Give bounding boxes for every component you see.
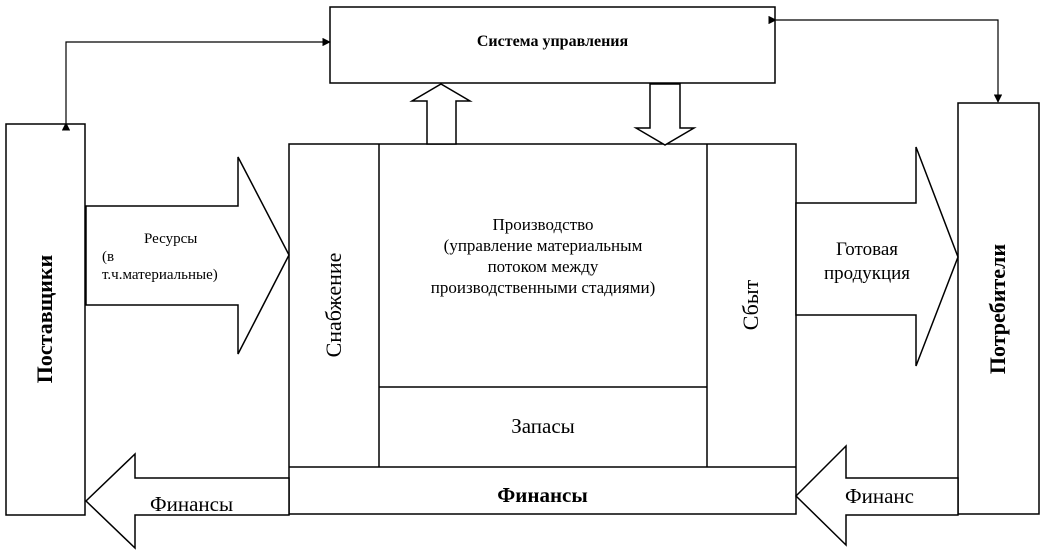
resources-line-2: (в	[102, 249, 115, 265]
hollow-arrow-down	[633, 83, 697, 146]
resources-title: Ресурсы	[144, 231, 198, 247]
connector-suppliers-control	[61, 37, 331, 131]
production-line-4: производственными стадиями)	[430, 278, 656, 297]
production-line-2: (управление материальным	[443, 236, 643, 255]
suppliers-label: Поставщики	[30, 199, 60, 439]
suppliers-text: Поставщики	[32, 254, 57, 384]
supply-text: Снабжение	[321, 252, 346, 358]
finance-right-text: Финанс	[845, 484, 914, 508]
finance-bar-text: Финансы	[497, 483, 588, 507]
finance-bar-label: Финансы	[289, 483, 796, 508]
suppliers-box	[5, 123, 86, 516]
products-line-1: Готовая	[835, 239, 898, 260]
control-system-text: Система управления	[476, 33, 629, 50]
resources-arrow	[85, 156, 290, 355]
production-line-1: Производство	[492, 215, 594, 234]
products-arrow-label: Готовая продукция	[800, 238, 934, 286]
consumers-box	[957, 102, 1040, 515]
finance-right-arrow	[794, 444, 959, 547]
hollow-arrow-up	[409, 83, 473, 145]
control-system-box	[329, 6, 776, 84]
sales-text: Сбыт	[738, 279, 763, 331]
resources-arrow-label: Ресурсы (в т.ч.материальные)	[102, 230, 218, 284]
connector-control-consumers	[768, 15, 1003, 103]
products-line-2: продукция	[823, 263, 911, 284]
consumers-label: Потребители	[983, 189, 1013, 429]
consumers-text: Потребители	[985, 243, 1010, 375]
production-line-3: потоком между	[487, 257, 599, 276]
products-arrow	[795, 146, 959, 367]
control-system-label: Система управления	[330, 33, 775, 51]
stocks-label: Запасы	[379, 414, 707, 439]
supply-label: Снабжение	[319, 205, 349, 405]
sales-label: Сбыт	[736, 235, 766, 375]
finance-left-text: Финансы	[150, 492, 234, 516]
enterprise-block	[288, 143, 797, 515]
finance-left-arrow	[84, 452, 290, 550]
resources-line-3: т.ч.материальные)	[102, 267, 218, 283]
production-label: Производство (управление материальным по…	[379, 214, 707, 298]
finance-right-arrow-label: Финанс	[845, 484, 914, 509]
finance-left-arrow-label: Финансы	[150, 492, 233, 517]
stocks-text: Запасы	[511, 414, 575, 438]
